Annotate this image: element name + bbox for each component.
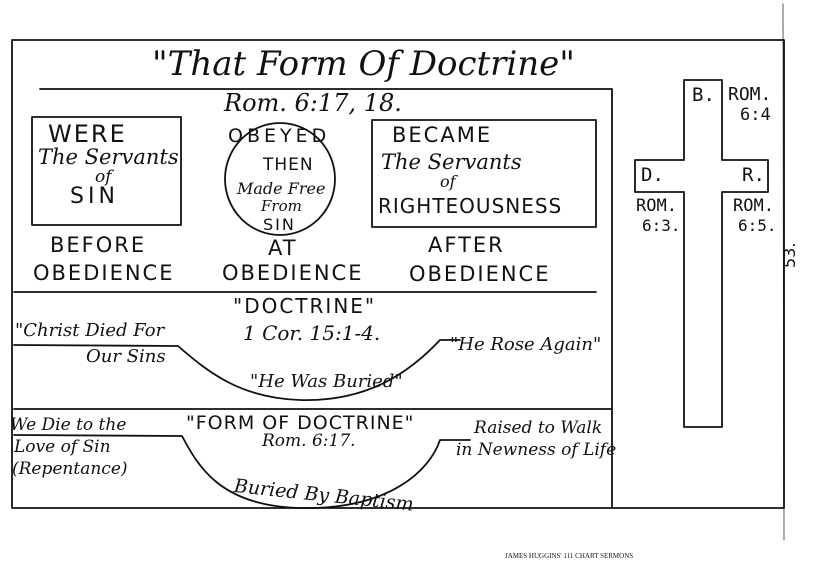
circle-line5: SIN xyxy=(263,215,296,234)
circle-line3: Made Free xyxy=(237,179,326,198)
circle-word2: THEN xyxy=(263,155,314,175)
page-number: 53. xyxy=(780,242,799,268)
outer-frame xyxy=(11,39,785,509)
form-title: "FORM OF DOCTRINE" xyxy=(186,412,415,434)
doctrine-curve xyxy=(13,339,461,401)
title-reference: Rom. 6:17, 18. xyxy=(224,89,402,117)
obeyed-circle xyxy=(224,122,336,236)
circle-line4: From xyxy=(261,197,302,215)
doctrine-reference: 1 Cor. 15:1-4. xyxy=(243,321,381,345)
stage-before-line1: BEFORE xyxy=(50,233,147,257)
cross-right-ref1: ROM. xyxy=(733,196,774,216)
footer-credit: JAMES HUGGINS' 111 CHART SERMONS xyxy=(505,552,634,560)
right-box-line3: of xyxy=(440,172,456,191)
form-die-line3: (Repentance) xyxy=(12,459,128,479)
doctrine-died-line2: Our Sins xyxy=(86,346,166,367)
stage-at-line2: OBEDIENCE xyxy=(222,261,364,285)
right-box-line4: RIGHTEOUSNESS xyxy=(378,194,563,218)
doctrine-buried: "He Was Buried" xyxy=(250,371,403,392)
left-box xyxy=(31,116,182,226)
chart-title: "That Form Of Doctrine" xyxy=(152,44,575,84)
doctrine-rose: "He Rose Again" xyxy=(450,334,602,355)
cross-outline xyxy=(634,79,769,428)
doctrine-title: "DOCTRINE" xyxy=(233,294,377,318)
cross-left-letter: D. xyxy=(641,164,664,186)
cross-top-ref1: ROM. xyxy=(728,84,772,105)
left-box-line4: SIN xyxy=(70,184,119,209)
left-box-line2: The Servants xyxy=(38,145,179,169)
form-raised-line2: in Newness of Life xyxy=(456,440,617,460)
cross-top-ref2: 6:4 xyxy=(740,105,771,125)
form-reference: Rom. 6:17. xyxy=(262,431,356,451)
stage-after-line2: OBEDIENCE xyxy=(409,262,551,286)
cross-left-ref2: 6:3. xyxy=(642,216,681,235)
right-box xyxy=(371,119,597,228)
cross-right-ref2: 6:5. xyxy=(738,216,777,235)
cross-top-letter: B. xyxy=(692,84,715,106)
cross-left-ref1: ROM. xyxy=(636,196,677,216)
title-underline xyxy=(39,88,613,509)
stage-after-line1: AFTER xyxy=(428,233,505,257)
stage-before-line2: OBEDIENCE xyxy=(33,261,175,285)
form-raised-line1: Raised to Walk xyxy=(474,418,603,438)
form-die-line2: Love of Sin xyxy=(14,437,111,457)
right-box-line1: BECAME xyxy=(392,123,493,147)
doctrine-died-line1: "Christ Died For xyxy=(15,320,165,341)
right-box-line2: The Servants xyxy=(381,150,522,174)
form-curve xyxy=(13,434,471,509)
left-box-line1: WERE xyxy=(48,120,127,148)
circle-word1: OBEYED xyxy=(228,125,331,147)
left-box-line3: of xyxy=(95,167,112,187)
stage-at-line1: AT xyxy=(268,236,298,260)
cross-right-letter: R. xyxy=(742,164,765,186)
form-die-line1: We Die to the xyxy=(10,415,127,435)
